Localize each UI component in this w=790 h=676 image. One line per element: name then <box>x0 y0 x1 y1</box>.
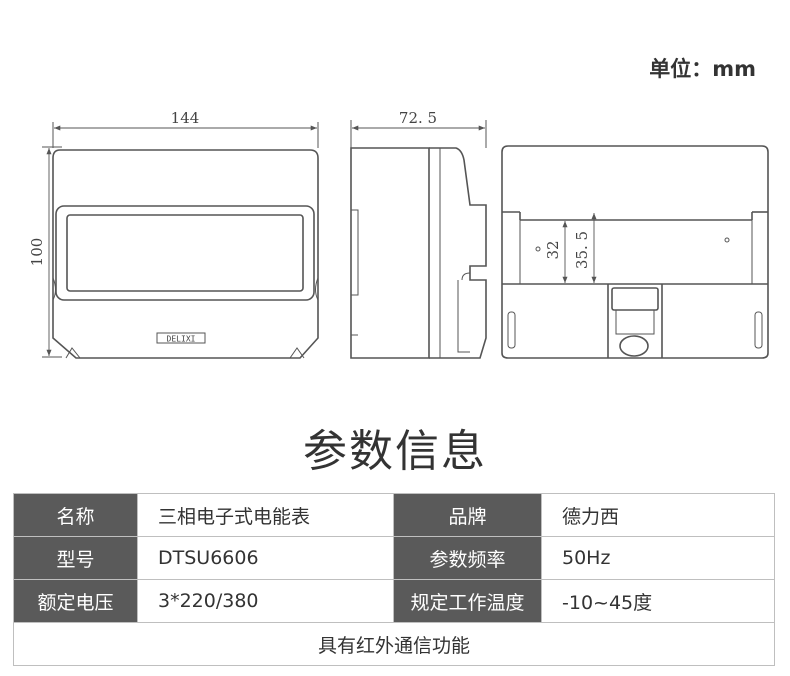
table-footer: 具有红外通信功能 <box>13 622 775 666</box>
table-row: 额定电压 3*220/380 规定工作温度 -10~45度 <box>13 579 775 623</box>
unit-label: 单位：mm <box>649 57 756 81</box>
table-value: DTSU6606 <box>137 536 394 580</box>
parameter-table: 名称 三相电子式电能表 品牌 德力西 型号 DTSU6606 参数频率 50Hz… <box>13 493 775 666</box>
table-row: 具有红外通信功能 <box>13 622 775 666</box>
table-row: 型号 DTSU6606 参数频率 50Hz <box>13 536 775 580</box>
depth-dimension: 72. 5 <box>399 109 437 127</box>
table-label: 名称 <box>13 493 138 537</box>
side-view: 72. 5 <box>350 109 487 359</box>
section-title: 参数信息 <box>303 426 487 477</box>
table-value: 三相电子式电能表 <box>137 493 394 537</box>
device-brand-mark: DELIXI <box>167 335 196 344</box>
table-value: 3*220/380 <box>137 579 394 623</box>
rail-height-dimension: 32 <box>544 240 562 259</box>
front-view: 144 100 DELIXI <box>28 109 319 359</box>
table-label: 额定电压 <box>13 579 138 623</box>
height-dimension: 100 <box>28 238 46 267</box>
table-label: 型号 <box>13 536 138 580</box>
table-value: -10~45度 <box>541 579 775 623</box>
rail-offset-dimension: 35. 5 <box>573 231 591 269</box>
table-label: 品牌 <box>393 493 542 537</box>
technical-drawing: 144 100 DELIXI 72. 5 <box>0 90 790 370</box>
table-label: 参数频率 <box>393 536 542 580</box>
back-view: 32 35. 5 <box>501 145 769 359</box>
table-row: 名称 三相电子式电能表 品牌 德力西 <box>13 493 775 537</box>
table-value: 50Hz <box>541 536 775 580</box>
table-label: 规定工作温度 <box>393 579 542 623</box>
table-value: 德力西 <box>541 493 775 537</box>
width-dimension: 144 <box>171 109 200 127</box>
